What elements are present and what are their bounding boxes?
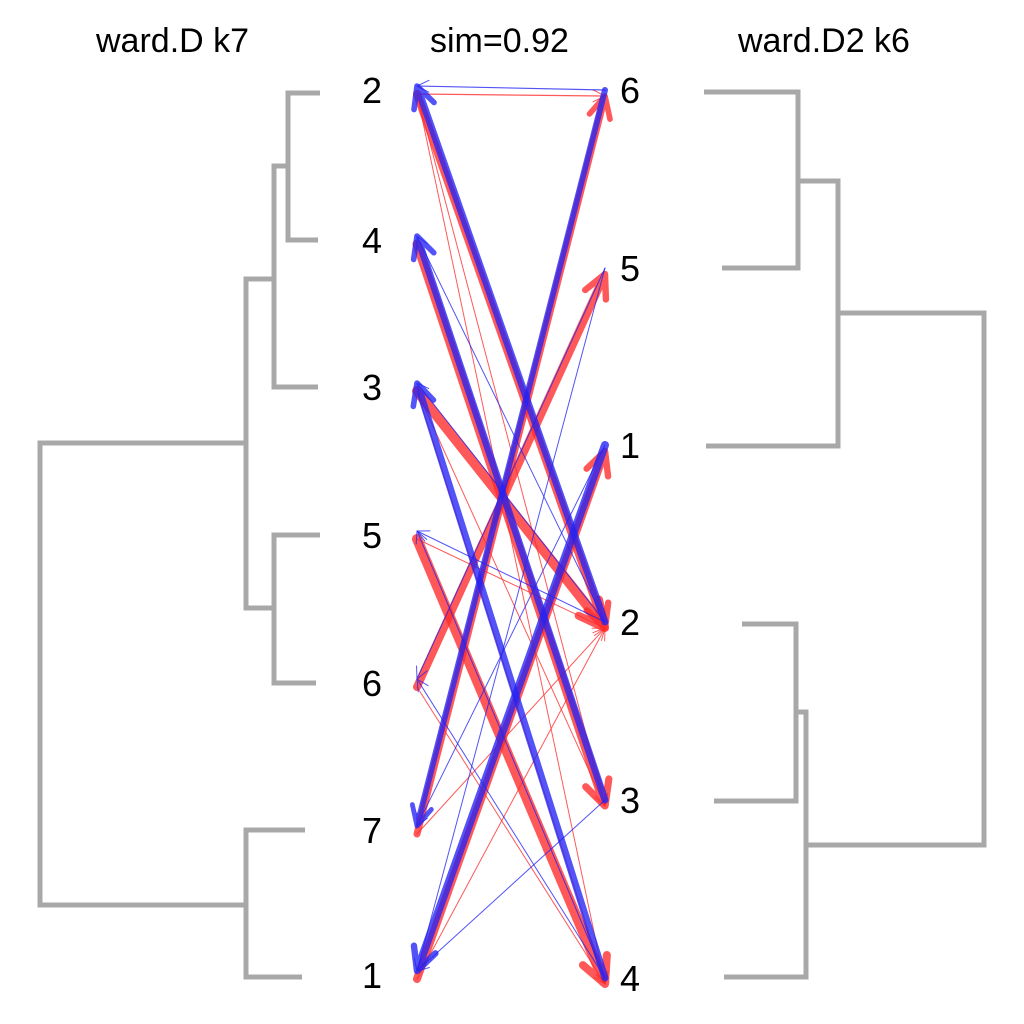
left-root <box>37 440 246 908</box>
blue-mapping-arrow <box>416 799 606 972</box>
left-dendrogram <box>37 90 320 980</box>
left-cluster-label: 3 <box>362 367 382 408</box>
right-dendrogram <box>704 89 987 980</box>
blue-mapping-arrow <box>410 380 609 982</box>
red-mapping-arrow <box>416 89 606 103</box>
right-clustering-title: ward.D2 k6 <box>738 22 910 60</box>
left-branch-7-1 <box>243 827 305 980</box>
left-cluster-label: 6 <box>362 663 382 704</box>
cluster-labels: 2 4 3 5 6 7 1 6 5 1 2 3 4 <box>362 70 640 999</box>
left-cluster-label: 4 <box>362 220 382 261</box>
blue-mapping-arrow <box>411 83 609 626</box>
right-branch-65-1 <box>706 178 841 449</box>
right-root <box>806 310 987 848</box>
left-branch-upper <box>243 276 274 611</box>
right-branch-6-5 <box>704 89 801 271</box>
red-mapping-arrow <box>413 270 610 691</box>
blue-mapping-arrow <box>416 678 606 979</box>
right-cluster-label: 2 <box>620 602 640 643</box>
blue-mapping-arrow <box>416 79 606 93</box>
right-cluster-label: 6 <box>620 70 640 111</box>
red-mapping-arrow <box>412 534 611 988</box>
blue-mapping-arrow <box>415 530 606 979</box>
right-cluster-label: 5 <box>620 248 640 289</box>
right-cluster-label: 4 <box>620 958 640 999</box>
left-cluster-label: 1 <box>362 955 382 996</box>
cluster-mapping-arrows <box>409 79 613 988</box>
right-branch-2-3 <box>714 621 799 804</box>
left-branch-5-6 <box>271 532 320 686</box>
blue-mapping-arrow <box>410 233 609 804</box>
blue-mapping-arrow <box>416 444 606 827</box>
left-clustering-title: ward.D k7 <box>96 22 250 60</box>
left-branch-24-3 <box>271 163 318 390</box>
left-branch-2-4 <box>285 90 320 243</box>
right-cluster-label: 3 <box>620 780 640 821</box>
blue-mapping-arrow <box>413 267 606 972</box>
red-mapping-arrow <box>416 627 606 980</box>
similarity-title: sim=0.92 <box>430 22 569 60</box>
left-cluster-label: 2 <box>362 70 382 111</box>
right-cluster-label: 1 <box>620 425 640 466</box>
left-cluster-label: 5 <box>362 515 382 556</box>
left-cluster-label: 7 <box>362 810 382 851</box>
